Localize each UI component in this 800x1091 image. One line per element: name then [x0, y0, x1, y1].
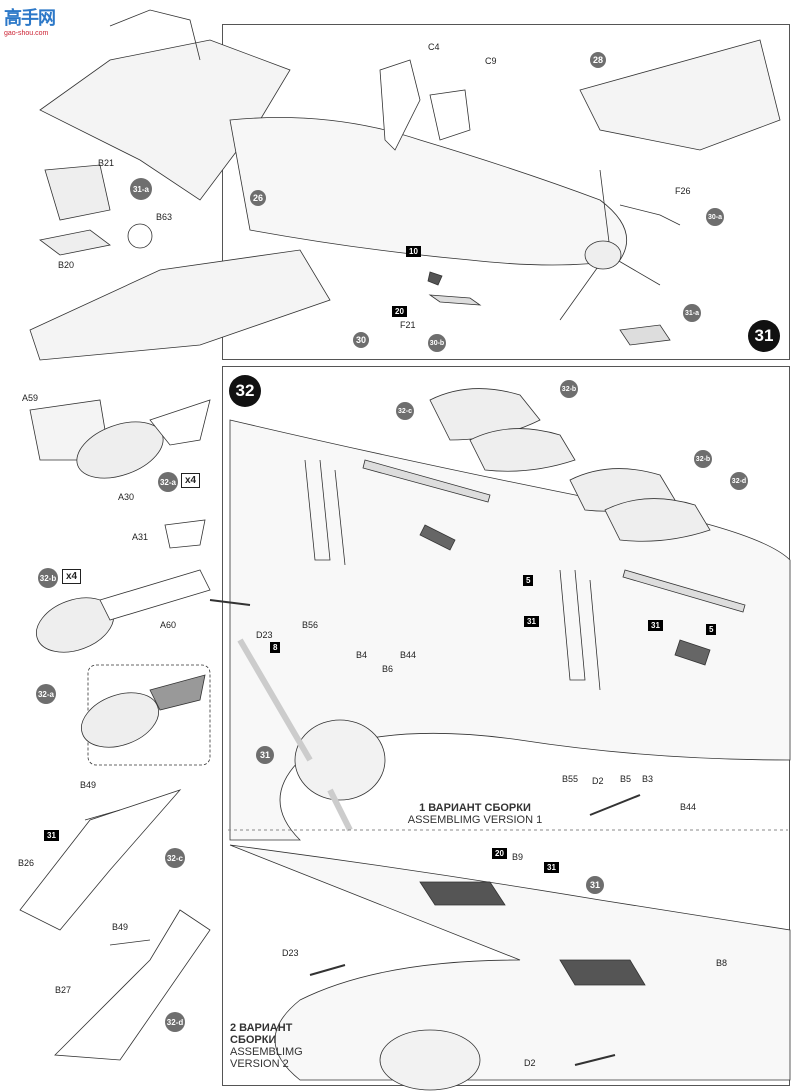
version-1-en: ASSEMBLIMG VERSION 1	[407, 814, 543, 826]
part-b9: B9	[512, 852, 524, 862]
star-31-left: 31	[516, 614, 539, 630]
callout-32a: 32-a	[36, 684, 56, 704]
part-c4: C4	[428, 42, 440, 52]
callout-32c: 32-c	[396, 402, 414, 420]
site-logo: 高手网 gao-shou.com	[4, 4, 56, 37]
star-5-left: 5	[515, 573, 537, 589]
count-32b: x4	[62, 569, 82, 584]
version-2-ru2: СБОРКИ	[230, 1034, 277, 1046]
version-2-ru1: 2 ВАРИАНТ	[230, 1022, 293, 1034]
part-f21: F21	[400, 320, 416, 330]
part-b63: B63	[156, 212, 173, 222]
version-1-caption: 1 ВАРИАНТ СБОРКИ ASSEMBLIMG VERSION 1	[400, 802, 550, 826]
part-b26: B26	[18, 858, 35, 868]
part-b8: B8	[716, 958, 728, 968]
part-b56: B56	[302, 620, 319, 630]
version-2-en1: ASSEMBLIMG	[230, 1046, 303, 1058]
part-a31: A31	[132, 532, 149, 542]
badge-32c: 32-c	[165, 848, 185, 868]
step-31-number: 31	[748, 320, 780, 352]
star-5-right: 5	[698, 622, 720, 638]
logo-text: 高手网	[4, 8, 56, 28]
version-1-ru: 1 ВАРИАНТ СБОРКИ	[419, 802, 531, 814]
callout-30: 30	[353, 332, 369, 348]
badge-32a: 32-a	[158, 472, 178, 492]
part-b20: B20	[58, 260, 75, 270]
part-b27: B27	[55, 985, 72, 995]
step-32-number: 32	[229, 375, 261, 407]
part-d23: D23	[256, 630, 273, 640]
star-31-c: 31	[36, 828, 59, 844]
callout-31-v1: 31	[256, 746, 274, 764]
star-8: 8	[262, 640, 284, 656]
star-20-v2: 20	[484, 846, 507, 862]
version-2-caption: 2 ВАРИАНТ СБОРКИ ASSEMBLIMG VERSION 2	[230, 1022, 303, 1070]
callout-30a: 30-a	[706, 208, 724, 226]
part-c9: C9	[485, 56, 497, 66]
callout-30b: 30-b	[428, 334, 446, 352]
part-b4: B4	[356, 650, 368, 660]
part-b49-d: B49	[112, 922, 129, 932]
part-d23-v2: D23	[282, 948, 299, 958]
part-a30: A30	[118, 492, 135, 502]
part-b6: B6	[382, 664, 394, 674]
star-10: 10	[398, 244, 421, 260]
logo-url: gao-shou.com	[4, 30, 49, 37]
count-32a: x4	[181, 473, 201, 488]
star-20: 20	[384, 304, 407, 320]
version-2-en2: VERSION 2	[230, 1058, 289, 1070]
part-a60: A60	[160, 620, 177, 630]
part-a59: A59	[22, 393, 39, 403]
part-b55: B55	[562, 774, 579, 784]
part-d2: D2	[592, 776, 604, 786]
callout-31a: 31-a	[683, 304, 701, 322]
callout-32b-mid: 32-b	[694, 450, 712, 468]
star-31-v2: 31	[536, 860, 559, 876]
part-b5: B5	[620, 774, 632, 784]
callout-26: 26	[250, 190, 266, 206]
part-b49-c: B49	[80, 780, 97, 790]
badge-32d: 32-d	[165, 1012, 185, 1032]
badge-32b: 32-b	[38, 568, 58, 588]
part-d2-v2: D2	[524, 1058, 536, 1068]
callout-28: 28	[590, 52, 606, 68]
part-b3: B3	[642, 774, 654, 784]
badge-31a: 31-a	[130, 178, 152, 200]
part-b44-right: B44	[680, 802, 697, 812]
star-31-right: 31	[640, 618, 663, 634]
part-b21: B21	[98, 158, 115, 168]
callout-31-v2: 31	[586, 876, 604, 894]
part-b44-left: B44	[400, 650, 417, 660]
callout-32b-top: 32-b	[560, 380, 578, 398]
callout-32d: 32-d	[730, 472, 748, 490]
part-f26: F26	[675, 186, 691, 196]
